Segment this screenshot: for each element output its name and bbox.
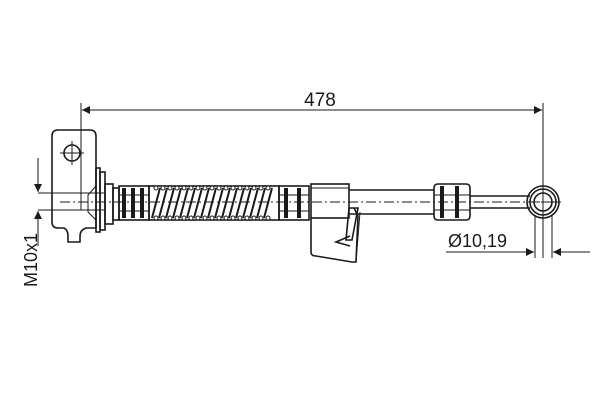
- bolt-hole-icon: [60, 141, 84, 165]
- mounting-bracket: [51, 129, 106, 243]
- threaded-fitting: [38, 183, 120, 225]
- thread-dimension: M10x1: [21, 158, 42, 287]
- length-label: 478: [304, 90, 336, 111]
- thread-label: M10x1: [21, 233, 41, 287]
- length-dimension: 478: [80, 90, 544, 258]
- eye-diameter-dimension: Ø10,19: [446, 215, 590, 258]
- retaining-clip: [310, 183, 361, 263]
- hose: [349, 189, 434, 215]
- eye-diameter-label: Ø10,19: [448, 231, 507, 251]
- spring-guard: [118, 185, 310, 221]
